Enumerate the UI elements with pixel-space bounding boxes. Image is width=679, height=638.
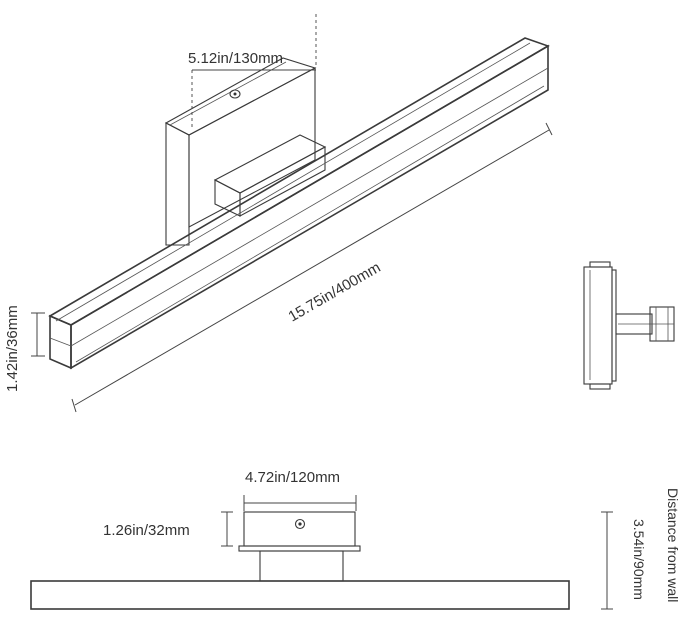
isometric-view: 5.12in/130mm 15.75in/400mm 1.42in/36mm xyxy=(4,14,553,413)
light-bar-front xyxy=(30,580,570,610)
wall-distance-value: 3.54in/90mm xyxy=(631,519,647,600)
bar-height-label: 1.42in/36mm xyxy=(4,305,21,392)
base-height-dimension: 1.26in/32mm xyxy=(103,511,233,547)
arm-connector xyxy=(213,134,327,217)
plate-width-dimension: 5.12in/130mm xyxy=(188,14,317,130)
plate-width-label: 5.12in/130mm xyxy=(188,50,283,67)
base-height-label: 1.26in/32mm xyxy=(103,522,190,539)
screw-icon xyxy=(294,518,306,530)
wall-distance-label: Distance from wall xyxy=(665,488,679,602)
base-width-label: 4.72in/120mm xyxy=(245,469,340,486)
front-view: 4.72in/120mm 1.26in/32mm Distance from w… xyxy=(30,469,679,610)
side-view xyxy=(583,261,675,390)
bar-height-dimension: 1.42in/36mm xyxy=(4,305,45,392)
base-width-dimension: 4.72in/120mm xyxy=(243,469,357,511)
screw-hole-icon xyxy=(229,89,241,99)
bar-length-label: 15.75in/400mm xyxy=(286,259,384,325)
wall-distance-dimension: Distance from wall 3.54in/90mm xyxy=(601,488,679,610)
bar-length-dimension: 15.75in/400mm xyxy=(71,122,553,413)
light-bar xyxy=(48,37,550,370)
